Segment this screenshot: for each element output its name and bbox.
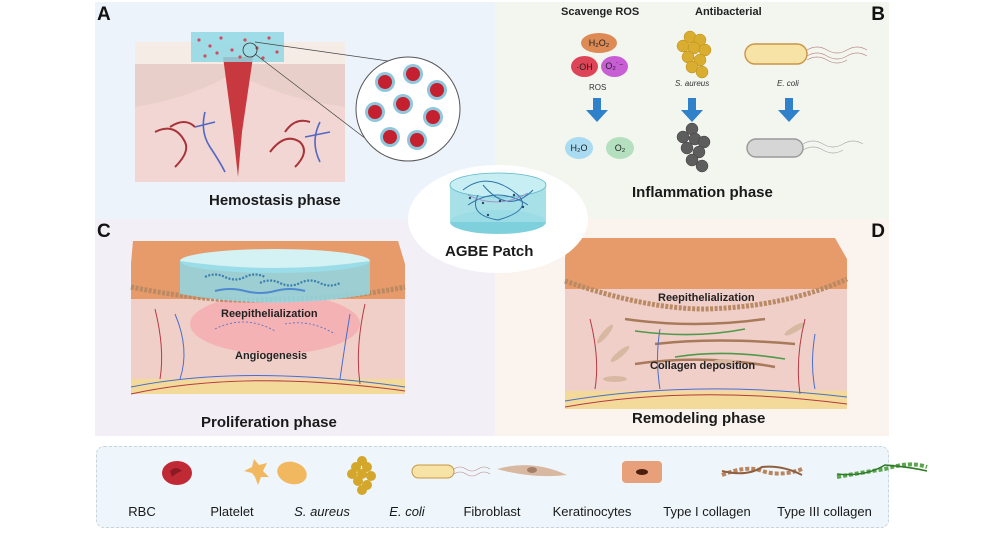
proliferation-title: Proliferation phase	[201, 414, 337, 431]
panel-letter-b: B	[871, 4, 885, 25]
polymer-network-secondary	[467, 192, 529, 203]
legend-label: RBC	[128, 504, 156, 519]
remodeling-title: Remodeling phase	[632, 410, 766, 427]
new-vessels	[214, 321, 336, 335]
legend-label: Keratinocytes	[552, 504, 632, 519]
wound-channel	[223, 57, 253, 177]
type-i-collagen-icon	[721, 465, 803, 477]
crosslink-dots	[468, 193, 525, 217]
patch-top	[449, 172, 547, 198]
proliferation-illustration	[130, 241, 406, 395]
collagen-deposition-label: Collagen deposition	[650, 360, 756, 372]
legend-label: Fibroblast	[463, 504, 521, 519]
arrow-e-coli	[778, 98, 800, 122]
type-i-collagen-fibers	[624, 317, 796, 369]
legend-label: Type III collagen	[777, 504, 872, 519]
legend-label: S. aureus	[294, 504, 350, 519]
e-coli-bacterium	[744, 43, 868, 65]
legend-item-s-aureus: S. aureus	[282, 447, 376, 527]
panel-letter-a: A	[97, 4, 111, 25]
legend-label: Platelet	[210, 504, 254, 519]
legend-item-rbc: RBC	[107, 447, 192, 527]
veins	[194, 111, 331, 173]
superoxide-molecule: O₂˙⁻	[601, 56, 628, 77]
reepithelialization-label-d: Reepithelialization	[658, 292, 755, 304]
polymer-chain-3	[214, 288, 306, 294]
hemostasis-illustration	[135, 32, 461, 182]
scavenge-ros-heading: Scavenge ROS	[561, 6, 640, 18]
arteries	[154, 119, 311, 168]
fibroblasts	[596, 322, 806, 382]
legend-item-keratinocyte: Keratinocytes	[542, 447, 662, 527]
keratinocyte-icon	[622, 461, 662, 483]
down-arrows	[586, 98, 800, 122]
panel-inflammation: B Scavenge ROS Antibacterial H₂O₂ ·OH O₂…	[495, 2, 889, 219]
ros-label: ROS	[589, 83, 607, 92]
polymer-chain-2	[259, 279, 341, 287]
remodeling-illustration	[564, 238, 849, 409]
platelet-icon	[244, 459, 307, 485]
arrow-ros	[586, 98, 608, 122]
e-coli-icon	[411, 464, 491, 479]
panel-letter-c: C	[97, 221, 111, 242]
angiogenesis-glow	[190, 294, 360, 354]
arteries	[130, 303, 406, 395]
hemostasis-title: Hemostasis phase	[209, 192, 341, 209]
arteries	[564, 318, 848, 408]
panel-remodeling: D Reepithe	[495, 219, 889, 436]
panel-letter-d: D	[871, 221, 885, 242]
magnified-rbc-clusters	[365, 64, 447, 150]
zoom-origin	[242, 42, 258, 58]
hypodermis	[131, 379, 405, 394]
legend-item-platelet: Platelet	[187, 447, 307, 527]
veins	[564, 328, 848, 402]
type-iii-collagen-fibers	[634, 328, 786, 360]
panel-hemostasis: A	[95, 2, 495, 219]
legend-item-type-iii-collagen: Type III collagen	[767, 447, 928, 527]
s-aureus-icon	[347, 456, 376, 495]
reepithelialization-label-c: Reepithelialization	[221, 308, 318, 320]
type-iii-collagen-icon	[836, 462, 928, 479]
agbe-patch-label: AGBE Patch	[445, 243, 534, 260]
e-coli-label: E. coli	[777, 79, 799, 88]
h2o2-molecule: H₂O₂	[581, 33, 617, 53]
angiogenesis-label: Angiogenesis	[235, 350, 308, 362]
fibroblast-icon	[497, 465, 567, 477]
veins	[130, 313, 406, 388]
agbe-patch-illustration	[449, 172, 547, 234]
inflammation-illustration	[586, 30, 868, 173]
epidermis-top	[565, 238, 847, 289]
antibacterial-heading: Antibacterial	[695, 6, 762, 18]
dead-e-coli-bacterium	[746, 138, 864, 158]
legend-item-e-coli: E. coli	[362, 447, 491, 527]
zoom-line-top	[254, 41, 396, 63]
panel-proliferation: C Reepithelialization Angiogenesis Proli…	[95, 219, 495, 436]
legend-label: Type I collagen	[663, 504, 751, 519]
rbc-icon	[162, 461, 192, 485]
arrow-s-aureus	[681, 98, 703, 122]
legend: RBC Platelet S. aureus E. coli	[96, 446, 928, 528]
legend-item-fibroblast: Fibroblast	[452, 447, 567, 527]
legend-item-type-i-collagen: Type I collagen	[652, 447, 803, 527]
s-aureus-label: S. aureus	[675, 79, 710, 88]
zoom-line-bottom	[254, 53, 371, 143]
oxygen-molecule: O₂	[606, 137, 634, 159]
hydroxyl-radical: ·OH	[571, 56, 598, 77]
hypodermis	[565, 391, 847, 409]
inflammation-title: Inflammation phase	[632, 184, 773, 201]
water-molecule: H₂O	[565, 137, 593, 159]
agbe-patch-center: AGBE Patch	[408, 165, 588, 273]
s-aureus-cluster	[676, 30, 712, 79]
patch-rbcs	[197, 36, 279, 60]
dead-s-aureus-cluster	[676, 122, 711, 173]
legend-label: E. coli	[389, 504, 425, 519]
